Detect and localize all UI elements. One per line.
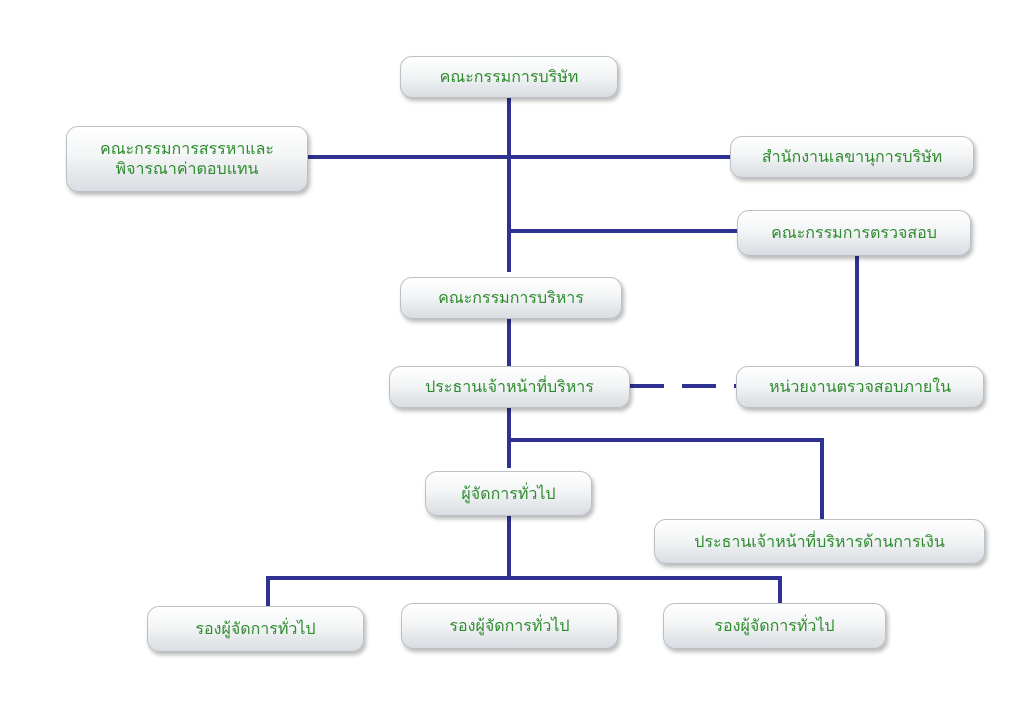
connector-ceo-cfo [509,438,824,519]
board-of-directors-box: คณะกรรมการบริษัท [400,56,618,98]
nomination-remuneration-committee-box: คณะกรรมการสรรหาและ พิจารณาค่าตอบแทน [66,126,308,192]
deputy-general-manager-box-2: รองผู้จัดการทั่วไป [401,603,618,649]
company-secretary-office-box: สำนักงานเลขานุการบริษัท [730,136,974,178]
executive-committee-box: คณะกรรมการบริหาร [400,277,622,319]
general-manager-box: ผู้จัดการทั่วไป [425,471,592,516]
cfo-box: ประธานเจ้าหน้าที่บริหารด้านการเงิน [654,519,985,564]
deputy-general-manager-box-1: รองผู้จัดการทั่วไป [147,606,364,652]
deputy-general-manager-box-3: รองผู้จัดการทั่วไป [663,603,886,649]
internal-audit-unit-box: หน่วยงานตรวจสอบภายใน [736,366,984,408]
ceo-box: ประธานเจ้าหน้าที่บริหาร [389,366,630,408]
audit-committee-box: คณะกรรมการตรวจสอบ [737,210,971,256]
